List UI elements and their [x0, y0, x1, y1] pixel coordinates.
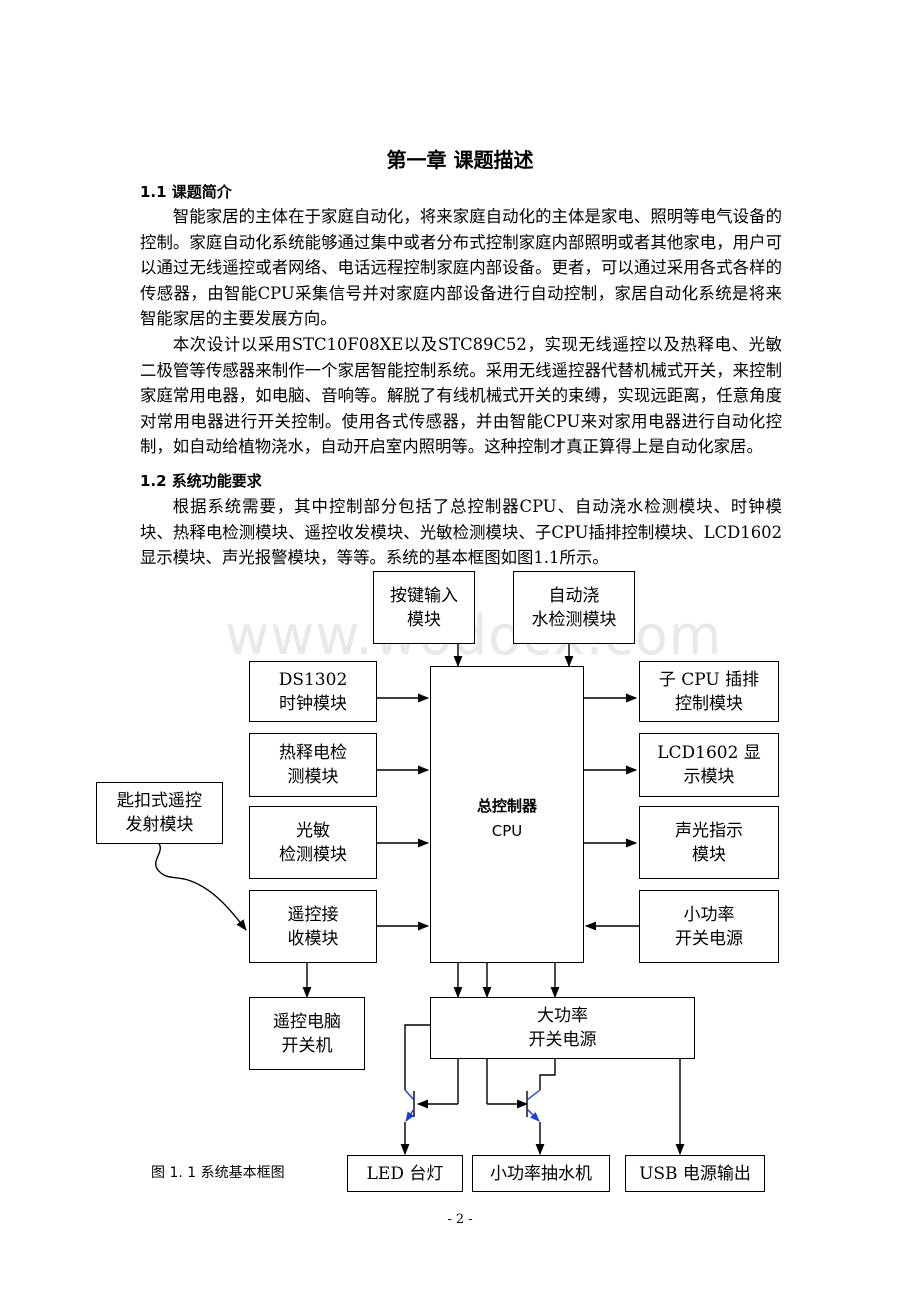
section-heading-1-1: 1.1 课题简介 [140, 183, 232, 201]
cpu-label: 总控制器 CPU [430, 794, 584, 844]
remote-transmitter-module: 匙扣式遥控 发射模块 [96, 782, 223, 844]
ds1302-clock-module: DS1302 时钟模块 [249, 661, 377, 722]
paragraph-intro-1: 智能家居的主体在于家庭自动化，将来家庭自动化的主体是家电、照明等电气设备的控制。… [140, 207, 782, 329]
paragraph-requirements: 根据系统需要，其中控制部分包括了总控制器CPU、自动浇水检测模块、时钟模块、热释… [140, 497, 782, 568]
main-controller-cpu [430, 666, 584, 963]
page-number: - 2 - [447, 1212, 473, 1227]
keypad-input-module: 按键输入 模块 [373, 571, 475, 644]
cpu-subtitle: CPU [491, 822, 523, 840]
remote-receiver-module: 遥控接 收模块 [249, 890, 377, 963]
section-heading-1-2: 1.2 系统功能要求 [140, 472, 262, 490]
small-power-supply: 小功率 开关电源 [639, 890, 779, 963]
chapter-title: 第一章 课题描述 [386, 148, 534, 172]
auto-watering-module: 自动浇 水检测模块 [513, 571, 635, 644]
sound-light-module: 声光指示 模块 [639, 806, 779, 879]
pc-power-switch-module: 遥控电脑 开关机 [249, 997, 365, 1070]
pir-detection-module: 热释电检 测模块 [249, 733, 377, 797]
large-power-supply: 大功率 开关电源 [430, 997, 695, 1059]
paragraph-intro-2: 本次设计以采用STC10F08XE以及STC89C52，实现无线遥控以及热释电、… [140, 335, 782, 457]
photosensor-module: 光敏 检测模块 [249, 806, 377, 879]
figure-caption: 图 1. 1 系统基本框图 [151, 1165, 285, 1181]
water-pump-output: 小功率抽水机 [472, 1155, 610, 1192]
cpu-title: 总控制器 [476, 797, 537, 815]
sub-cpu-socket-module: 子 CPU 插排 控制模块 [639, 661, 779, 722]
led-lamp-output: LED 台灯 [347, 1155, 463, 1192]
usb-power-output: USB 电源输出 [625, 1155, 765, 1192]
lcd1602-display-module: LCD1602 显 示模块 [639, 733, 779, 797]
